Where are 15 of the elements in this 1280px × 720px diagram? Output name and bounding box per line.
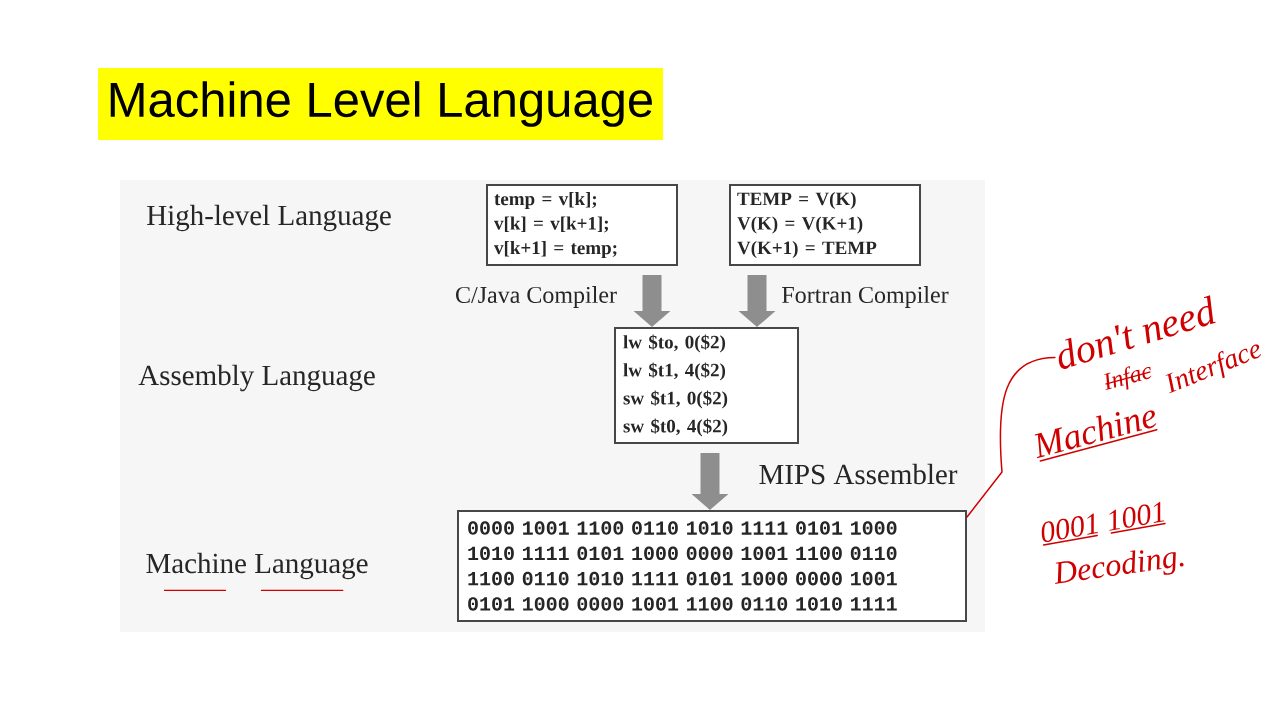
code-box: TEMP = V(K) V(K) = V(K+1) V(K+1) = TEMP	[729, 184, 921, 266]
edge-label: C/Java Compiler	[456, 286, 617, 308]
title: Machine Level Language	[98, 68, 663, 140]
code-box: lw $to, 0($2) lw $t1, 4($2) sw $t1, 0($2) sw $t0, 4($2)	[614, 327, 799, 444]
level-label: Machine Language	[146, 552, 368, 580]
edge-label: Fortran Compiler	[782, 286, 949, 308]
level-label: High-level Language	[147, 204, 391, 232]
code-box: temp = v[k]; v[k] = v[k+1]; v[k+1] = temp;	[486, 184, 678, 266]
code-box: 0000 1001 1100 0110 1010 1111 0101 1000 1010 1111 0101 1000 0000 1001 1100 0110 1100 0110 1010 1111 0101 1000 0000 1001 0101 1000 0000 1001 1100 0110 1010 1111	[457, 510, 967, 622]
level-label: Assembly Language	[138, 364, 375, 392]
underlined-handwritten-note: Machine	[1034, 410, 1158, 462]
edge-label: MIPS Assembler	[759, 463, 958, 485]
leader-line	[966, 356, 1056, 518]
handwritten-note: Decoding.	[1055, 550, 1184, 584]
underlined-handwritten-note: 0001 1001	[1041, 501, 1166, 546]
